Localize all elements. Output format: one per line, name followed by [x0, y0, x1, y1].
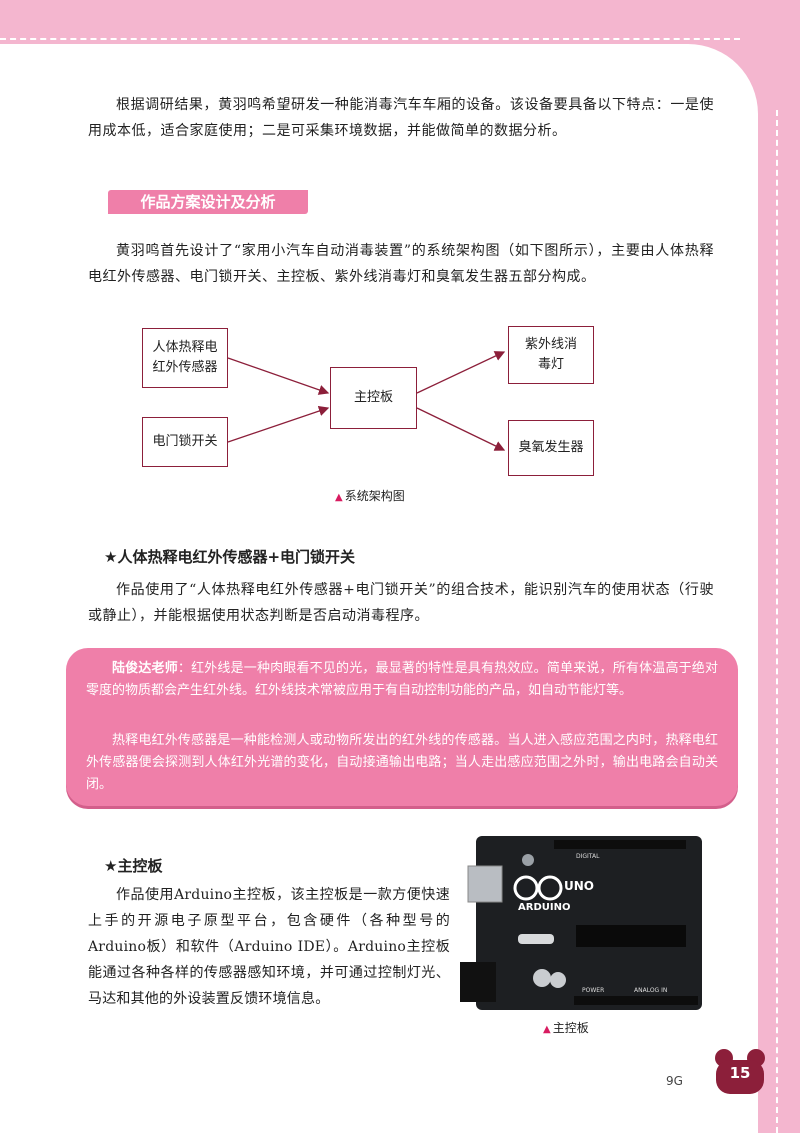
box-switch: 电门锁开关 [142, 417, 228, 467]
diagram-arrows [227, 351, 506, 451]
triangle-icon: ▲ [543, 1024, 551, 1035]
board-paragraph: 作品使用Arduino主控板，该主控板是一款方便快速上手的开源电子原型平台，包含… [88, 887, 450, 1007]
section-title: 作品方案设计及分析 [108, 190, 308, 214]
box-ozone: 臭氧发生器 [508, 420, 594, 476]
heading-sensor-switch: ★人体热释电红外传感器+电门锁开关 [104, 548, 356, 566]
teacher-note-box: 陆俊达老师：红外线是一种肉眼看不见的光，最显著的特性是具有热效应。简单来说，所有… [66, 648, 738, 806]
bear-badge-icon [715, 1049, 765, 1094]
heading-main-board: ★主控板 [104, 857, 163, 875]
arrow-main-to-uv [416, 351, 506, 394]
page-decoration: 9G [666, 1074, 683, 1088]
arrow-main-to-ozone [416, 407, 506, 451]
box-uv-lamp: 紫外线消毒灯 [508, 326, 594, 384]
teacher-name: 陆俊达老师 [112, 661, 178, 676]
box-sensor: 人体热释电红外传感器 [142, 328, 228, 388]
board-analog-label: ANALOG IN [634, 987, 667, 994]
teacher-note-paragraph-2: 热释电红外传感器是一种能检测人或动物所发出的红外线的传感器。当人进入感应范围之内… [86, 733, 718, 792]
system-architecture-diagram: 人体热释电红外传感器 电门锁开关 主控板 紫外线消毒灯 臭氧发生器 [130, 320, 630, 485]
board-power-label: POWER [582, 987, 604, 994]
combo-paragraph: 作品使用了“人体热释电红外传感器+电门锁开关”的组合技术，能识别汽车的使用状态（… [88, 582, 714, 624]
board-caption: ▲主控板 [543, 1021, 589, 1035]
right-stitch [776, 110, 778, 1133]
triangle-icon: ▲ [335, 492, 343, 503]
design-paragraph: 黄羽鸣首先设计了“家用小汽车自动消毒装置”的系统架构图（如下图所示），主要由人体… [88, 243, 714, 285]
page-number: 15 [729, 1064, 751, 1082]
top-stitch [0, 38, 740, 40]
intro-paragraph: 根据调研结果，黄羽鸣希望研发一种能消毒汽车车厢的设备。该设备要具备以下特点：一是… [88, 97, 714, 139]
box-main-board: 主控板 [330, 367, 417, 429]
teacher-note-paragraph-1: 陆俊达老师：红外线是一种肉眼看不见的光，最显著的特性是具有热效应。简单来说，所有… [86, 661, 718, 698]
arduino-board-image: UNO ARDUINO DIGITAL POWER ANALOG IN [458, 830, 712, 1013]
board-digital-label: DIGITAL [576, 853, 600, 860]
arduino-board-illustration: UNO ARDUINO DIGITAL POWER ANALOG IN [460, 836, 702, 1010]
page-number-badge: 9G 15 [666, 1046, 766, 1096]
board-brand-label: ARDUINO [518, 902, 570, 913]
arrow-sensor-to-main [227, 357, 330, 395]
board-model-label: UNO [564, 879, 594, 893]
arrow-switch-to-main [227, 406, 330, 443]
diagram-caption: ▲系统架构图 [335, 489, 405, 503]
